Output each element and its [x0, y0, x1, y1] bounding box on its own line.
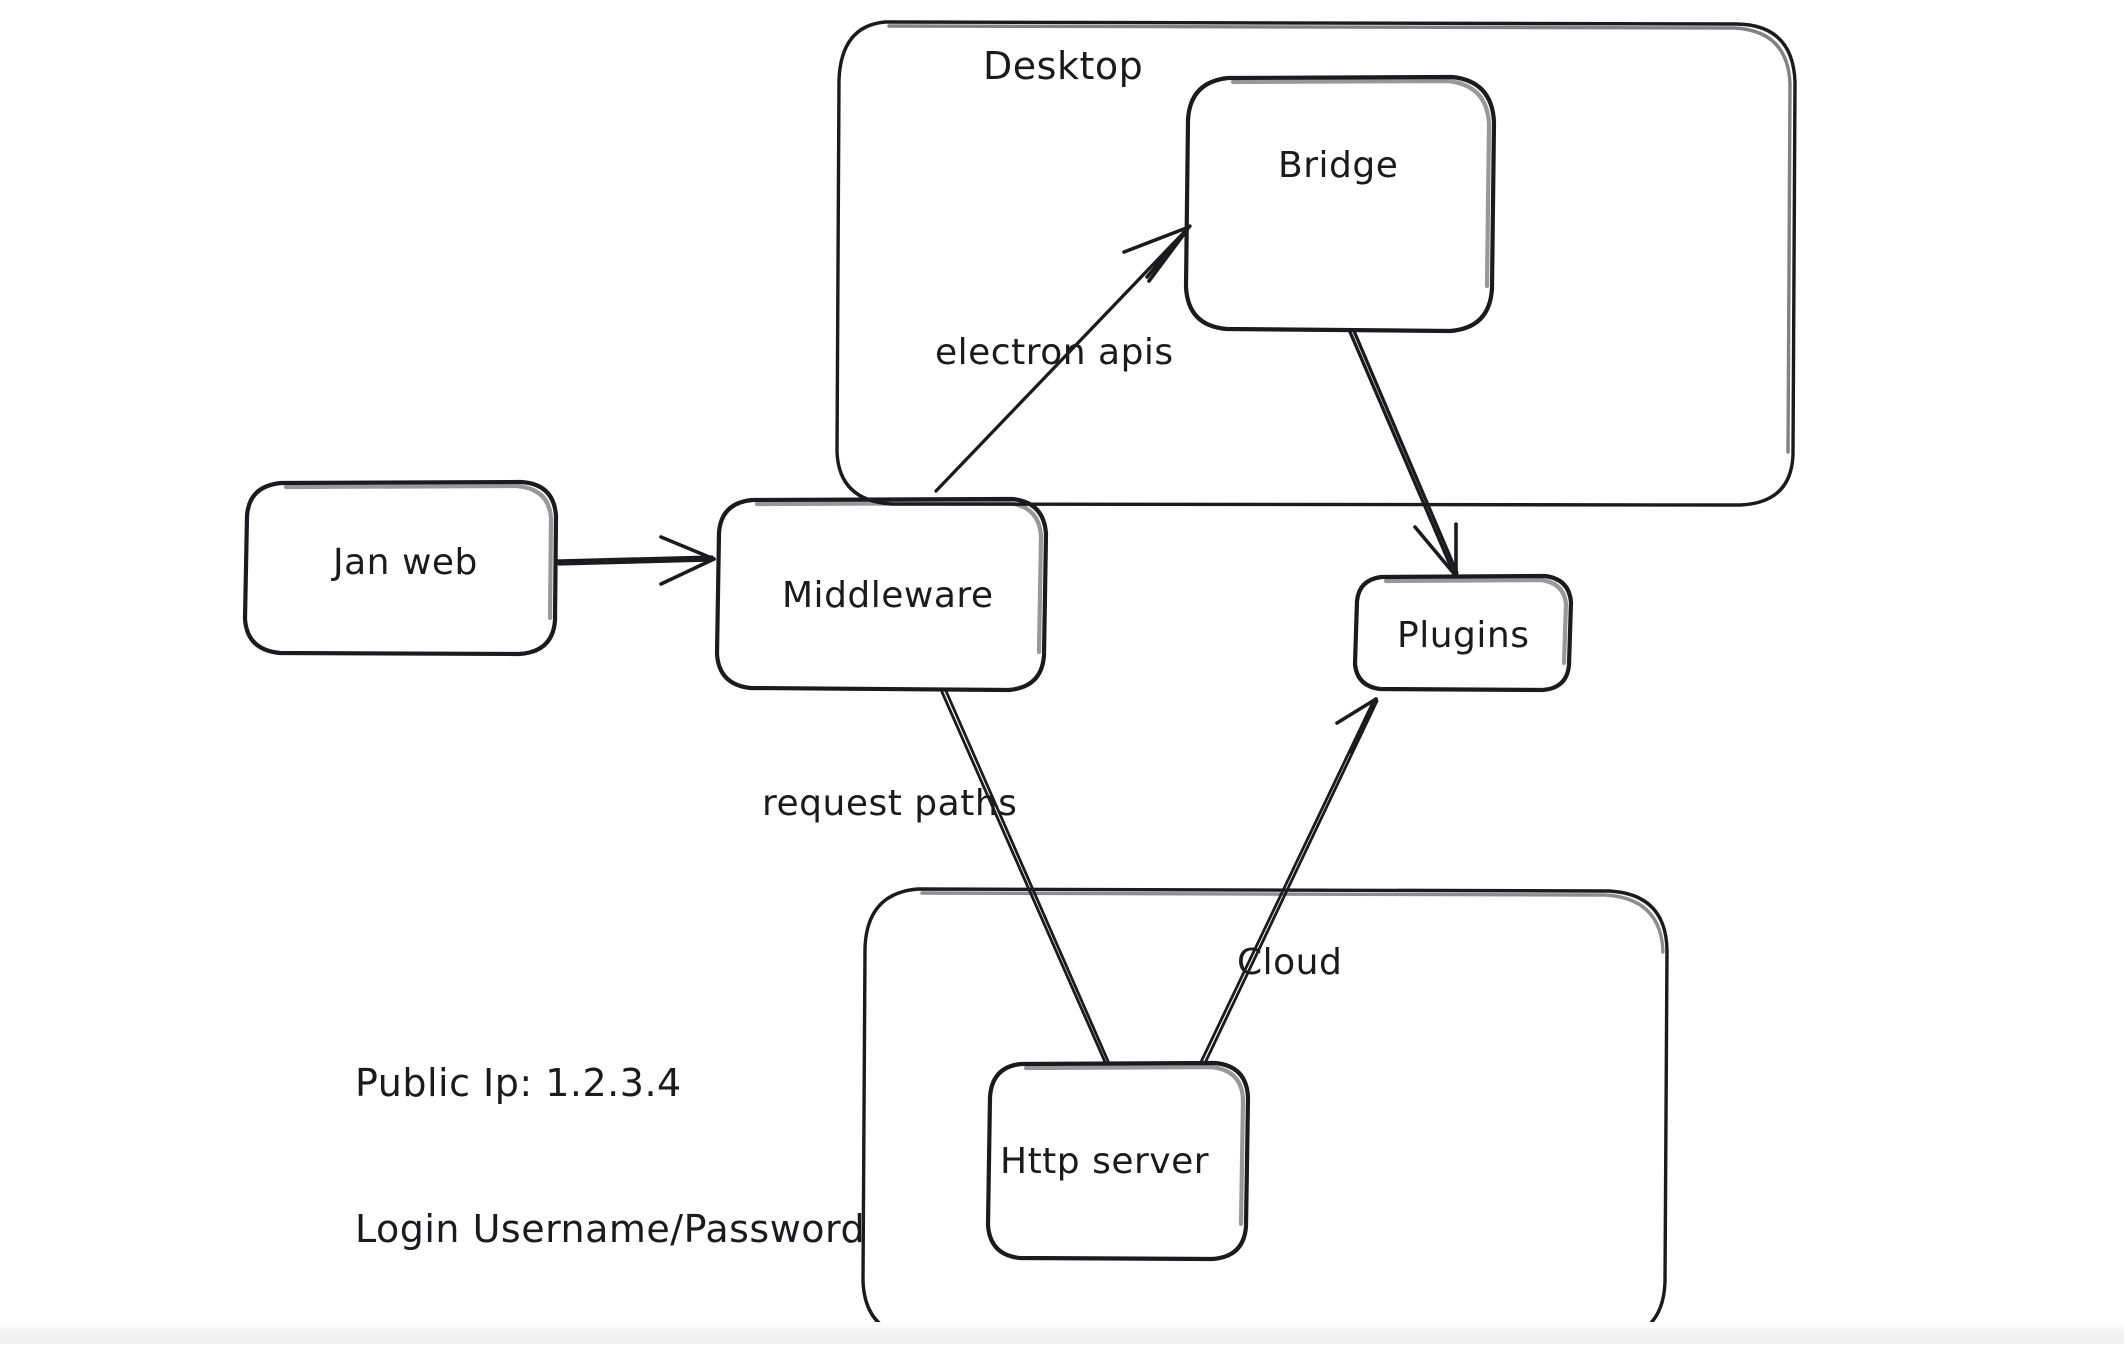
node-middleware-outline — [714, 496, 1049, 693]
edge-middleware-to-http-server — [940, 689, 1110, 1064]
connection-note-line-2: Login Username/Password — [355, 1207, 866, 1252]
node-http-server-outline — [985, 1060, 1251, 1262]
node-bridge-outline — [1183, 74, 1497, 334]
edge-label-electron-apis: electron apis — [935, 332, 1174, 373]
bottom-edge-strip — [0, 1322, 2124, 1344]
edge-label-request-paths: request paths — [762, 783, 1018, 824]
node-plugins-outline — [1352, 573, 1574, 693]
edge-http-server-to-plugins — [1199, 697, 1379, 1065]
group-desktop-outline — [835, 20, 1797, 507]
edge-middleware-to-bridge — [934, 224, 1192, 493]
node-jan-web-outline — [242, 479, 559, 657]
node-label-jan-web: Jan web — [333, 542, 478, 583]
node-label-plugins: Plugins — [1397, 615, 1530, 656]
node-label-bridge: Bridge — [1278, 145, 1399, 186]
edge-janweb-to-middleware — [554, 535, 716, 586]
node-label-middleware: Middleware — [782, 575, 994, 616]
group-label-desktop: Desktop — [983, 44, 1144, 88]
node-label-http-server: Http server — [1000, 1141, 1210, 1182]
connection-note-line-1: Public Ip: 1.2.3.4 — [355, 1061, 682, 1106]
edge-label-cloud: Cloud — [1237, 942, 1343, 983]
connection-note: Public Ip: 1.2.3.4 Login Username/Passwo… — [355, 962, 865, 1351]
edge-bridge-to-plugins — [1348, 329, 1459, 578]
